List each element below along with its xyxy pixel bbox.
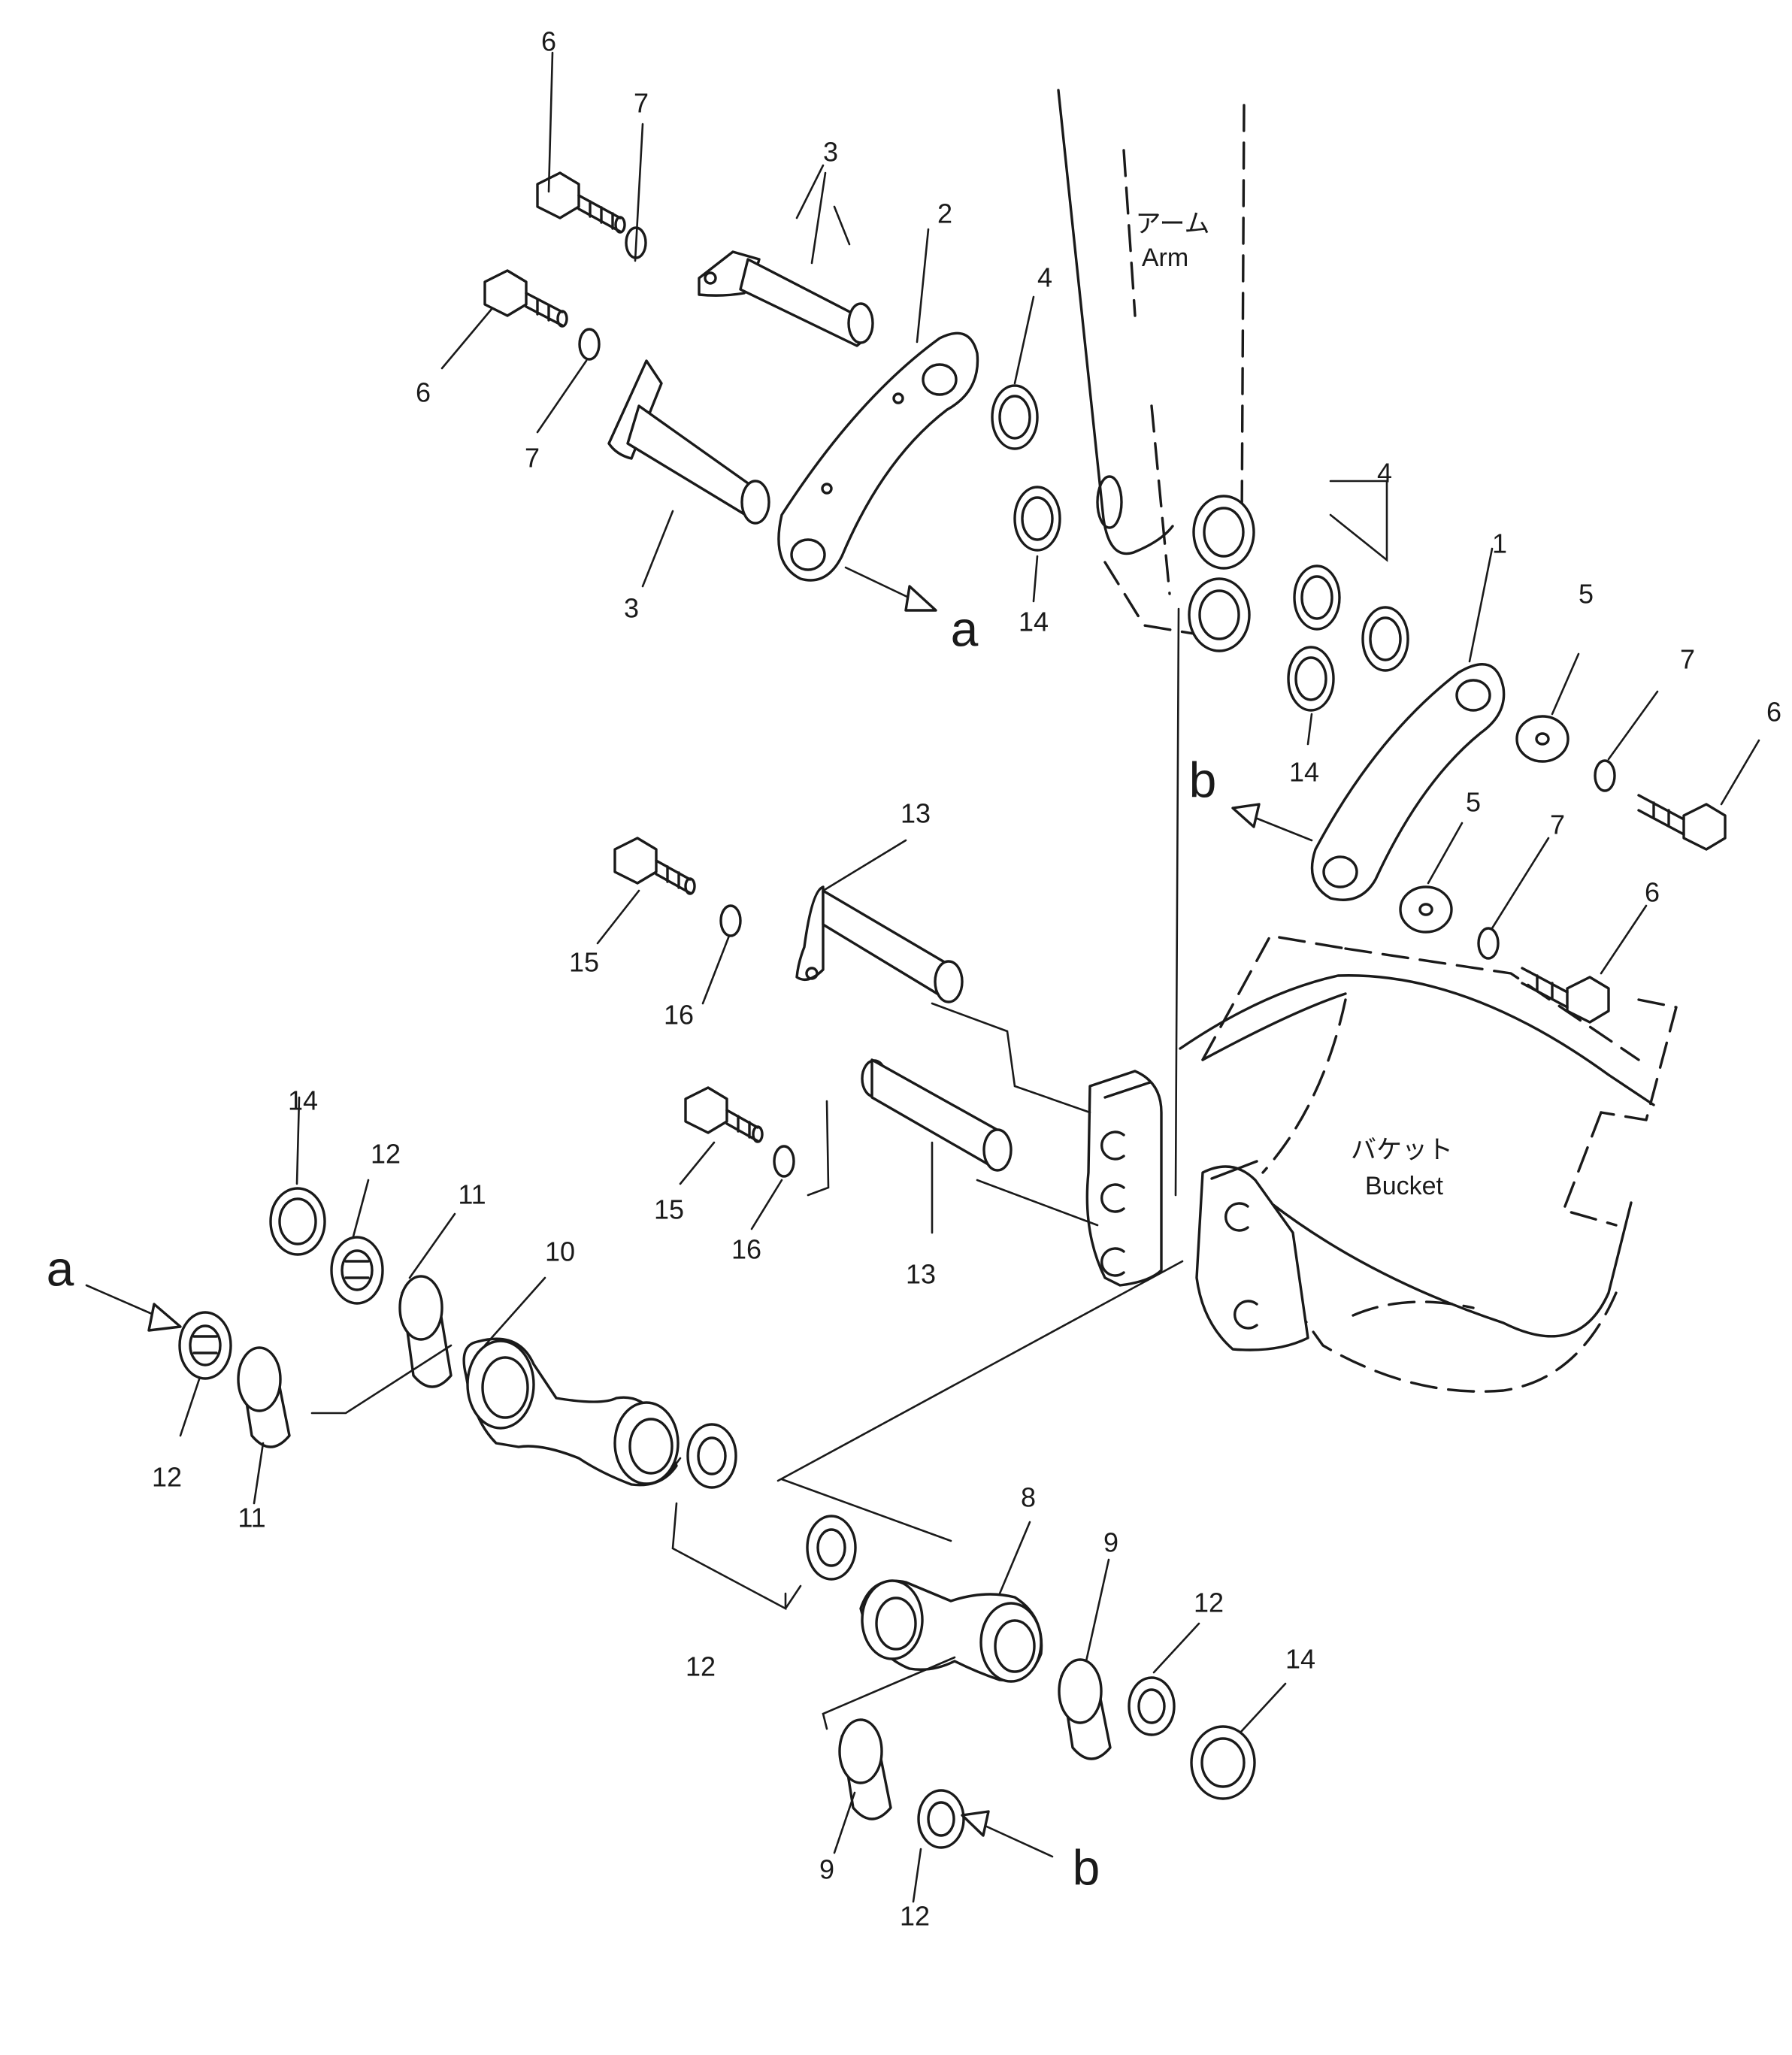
ref-mark-a-upper: a [951, 601, 979, 656]
ref-mark-b-lower: b [1073, 1839, 1100, 1895]
callout-12-right: 12 [1194, 1587, 1224, 1618]
link-2 [777, 331, 979, 582]
washers [269, 226, 1616, 1800]
bearings-bushings [178, 1236, 1176, 1849]
callout-3-lower: 3 [624, 593, 639, 624]
pin-13-upper [795, 885, 964, 1003]
callout-7-left: 7 [525, 443, 540, 474]
pin-13-lower [861, 1058, 1013, 1172]
callout-13-upper: 13 [901, 798, 931, 829]
callout-12-top: 12 [371, 1139, 401, 1170]
callout-6-right: 6 [1766, 697, 1781, 728]
link-1 [1310, 663, 1506, 901]
link-10 [462, 1337, 680, 1487]
callout-4-left: 4 [1037, 262, 1052, 293]
callout-12-bottom: 12 [900, 1901, 930, 1932]
callout-4-right: 4 [1377, 458, 1392, 489]
callout-7-right: 7 [1680, 644, 1695, 675]
callout-15-upper: 15 [569, 947, 599, 978]
callout-13-lower: 13 [906, 1259, 936, 1290]
callout-14-right: 14 [1285, 1644, 1315, 1675]
callout-14-left: 14 [288, 1085, 318, 1116]
pin-3-upper [698, 250, 874, 347]
callout-7-mid: 7 [1550, 810, 1565, 840]
callout-2: 2 [937, 198, 952, 229]
bucket-label-en: Bucket [1365, 1172, 1443, 1200]
callout-1: 1 [1492, 528, 1507, 559]
callout-16-upper: 16 [664, 1000, 694, 1031]
callout-15-lower: 15 [654, 1194, 684, 1225]
bucket [1085, 934, 1678, 1393]
link-8 [859, 1579, 1043, 1683]
arm-label-en: Arm [1142, 244, 1188, 272]
callout-9-upper: 9 [1103, 1527, 1118, 1558]
callout-12-mid: 12 [686, 1651, 716, 1682]
callout-6-left: 6 [416, 377, 431, 408]
callout-5-upper: 5 [1579, 579, 1594, 610]
reference-line [1174, 607, 1180, 1197]
callout-14-arm: 14 [1019, 607, 1049, 637]
callout-14-mid: 14 [1289, 757, 1319, 788]
callout-12-left: 12 [152, 1462, 182, 1493]
part-callouts: 1 2 3 3 4 4 5 5 6 6 6 6 7 7 7 7 8 9 9 10… [152, 26, 1781, 1932]
callout-16-lower: 16 [731, 1234, 761, 1265]
callout-3-upper: 3 [823, 137, 838, 168]
callout-8: 8 [1021, 1482, 1036, 1513]
callout-11-lower: 11 [238, 1503, 265, 1533]
callout-11-upper: 11 [458, 1179, 486, 1210]
bolts [483, 171, 1727, 1143]
callout-9-lower: 9 [819, 1854, 834, 1885]
arm [1057, 89, 1255, 652]
ref-mark-b-upper: b [1189, 752, 1217, 807]
callout-6-top: 6 [541, 26, 556, 57]
arm-label-jp: アーム [1136, 210, 1210, 238]
callout-5-lower: 5 [1466, 787, 1481, 818]
callout-10: 10 [545, 1236, 575, 1267]
callout-7-top: 7 [634, 88, 649, 119]
bucket-label-jp: バケット [1351, 1136, 1453, 1164]
ref-mark-a-lower: a [47, 1240, 74, 1296]
callout-6-mid: 6 [1645, 877, 1660, 908]
leader-lines [85, 51, 1760, 1903]
pin-3-lower [607, 359, 770, 525]
